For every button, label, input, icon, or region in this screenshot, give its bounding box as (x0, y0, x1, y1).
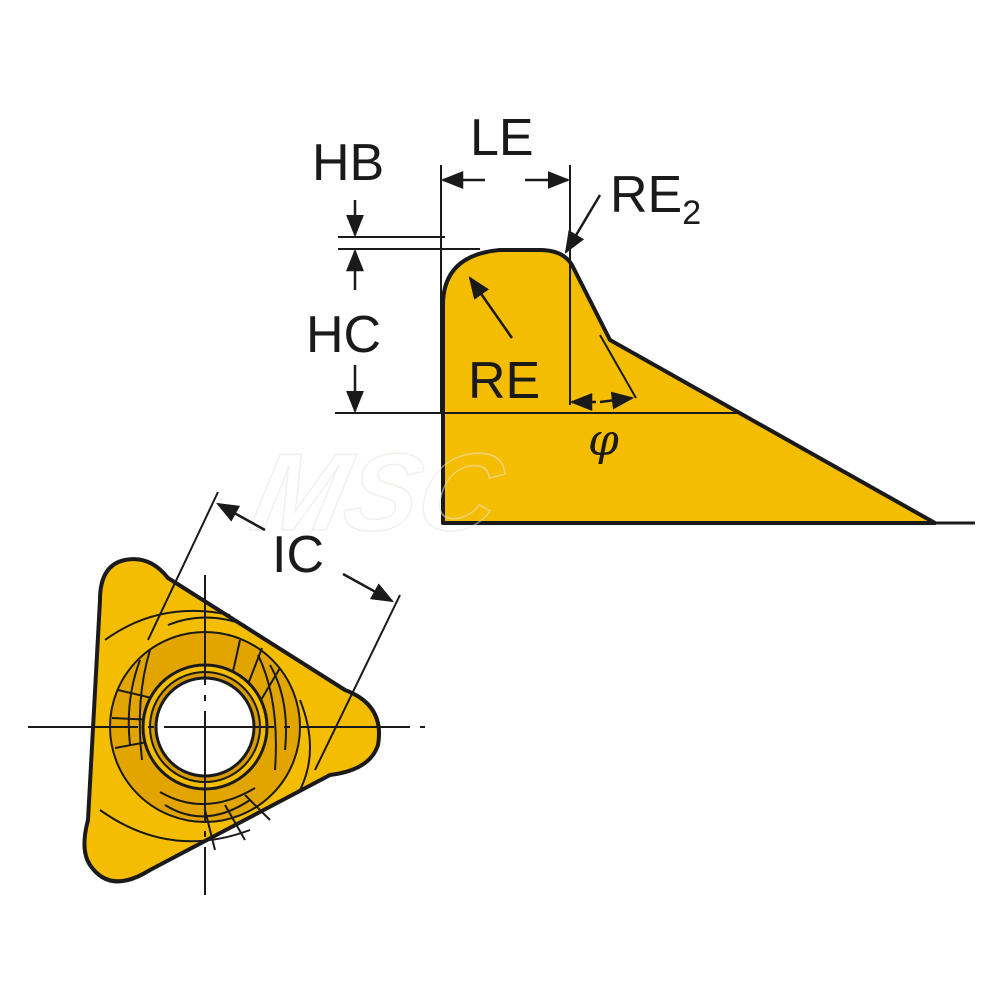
phi-arrow-right (599, 391, 635, 410)
re2-label: RE2 (610, 166, 701, 232)
ic-arrow-left (216, 502, 266, 532)
top-view: IC (28, 491, 425, 895)
watermark-text: MSC (242, 430, 514, 554)
re2-label-main: RE (610, 166, 682, 224)
re-label: RE (468, 352, 540, 410)
ic-extension-right (314, 594, 401, 771)
hb-label: HB (312, 134, 384, 192)
re2-leader (564, 194, 602, 254)
profile-view: HB LE RE2 HC RE φ MSC (242, 109, 975, 554)
hc-label: HC (306, 306, 381, 364)
ic-arrow-right (342, 572, 394, 603)
re2-label-sub: 2 (682, 194, 701, 232)
phi-angle-line (599, 334, 637, 399)
ic-extension-left (147, 491, 219, 641)
re-leader (468, 276, 514, 339)
le-label: LE (470, 109, 534, 167)
ic-label: IC (272, 526, 324, 584)
phi-label: φ (588, 415, 619, 466)
